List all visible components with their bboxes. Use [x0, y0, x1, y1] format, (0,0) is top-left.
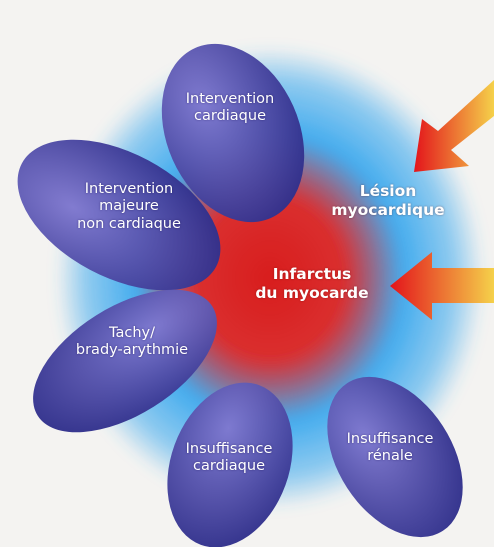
arrow-lesion: [414, 80, 494, 172]
